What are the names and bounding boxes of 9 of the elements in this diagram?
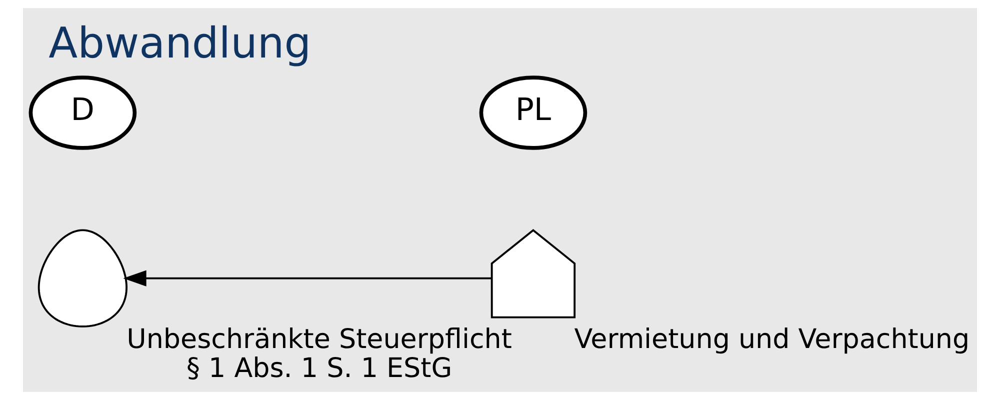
node-person — [37, 229, 127, 328]
node-label: § 1 Abs. 1 S. 1 EStG — [186, 352, 452, 384]
node-label: Unbeschränkte Steuerpflicht — [126, 324, 512, 356]
arrow — [122, 270, 492, 286]
node-label: Vermietung und Verpachtung — [574, 324, 970, 356]
node-ellipse: PL — [478, 76, 587, 150]
node-ellipse: D — [28, 76, 136, 150]
node-picture — [490, 228, 576, 318]
diagram-title: Abwandlung — [48, 18, 311, 68]
